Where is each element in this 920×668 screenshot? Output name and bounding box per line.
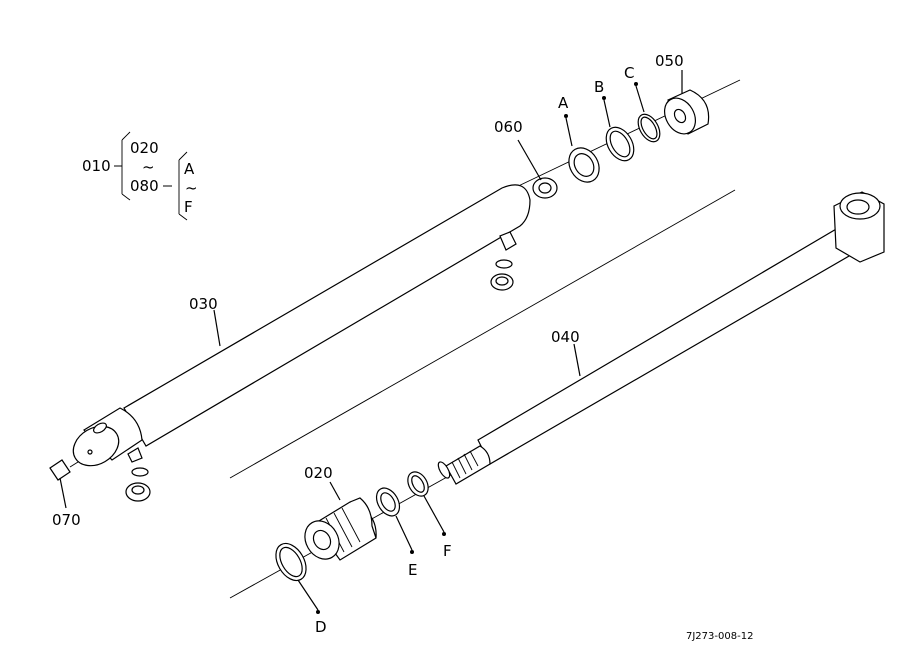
range-start-label: 020: [130, 139, 159, 157]
nut-label: 060: [494, 118, 523, 136]
assembly-label: 010: [82, 157, 111, 175]
tube-label-group: 030: [189, 295, 221, 347]
range-tilde: ~: [142, 158, 155, 176]
piston-nut: 060: [494, 118, 558, 199]
tube-label: 030: [189, 295, 218, 313]
head-seals: D E F: [275, 471, 452, 636]
seal-b-label: B: [594, 78, 604, 96]
seal-a-label: A: [558, 94, 569, 112]
head-label: 020: [304, 464, 333, 482]
drawing-code: 7J273-008-12: [686, 631, 753, 642]
letter-end-label: F: [184, 198, 193, 216]
seal-e-label: E: [408, 561, 417, 579]
seal-d-label: D: [315, 618, 327, 636]
grease-nipple: 070: [49, 459, 81, 529]
range-end-label: 080: [130, 177, 159, 195]
piston-label: 050: [655, 52, 684, 70]
grease-nipple-label: 070: [52, 511, 81, 529]
assembly-range-bracket: 010 020 ~ 080 A ~ F: [82, 131, 198, 221]
cylinder-tube: [72, 184, 531, 467]
rod-label: 040: [551, 328, 580, 346]
letter-start-label: A: [184, 160, 195, 178]
cylinder-head: 020: [304, 464, 377, 561]
seal-c-label: C: [624, 64, 634, 82]
piston: 050: [655, 52, 710, 135]
seal-f-label: F: [443, 542, 452, 560]
letter-tilde: ~: [185, 179, 198, 197]
piston-rod: 040: [437, 191, 885, 485]
port-plugs: [125, 259, 514, 502]
piston-seals: A B C: [558, 64, 661, 183]
